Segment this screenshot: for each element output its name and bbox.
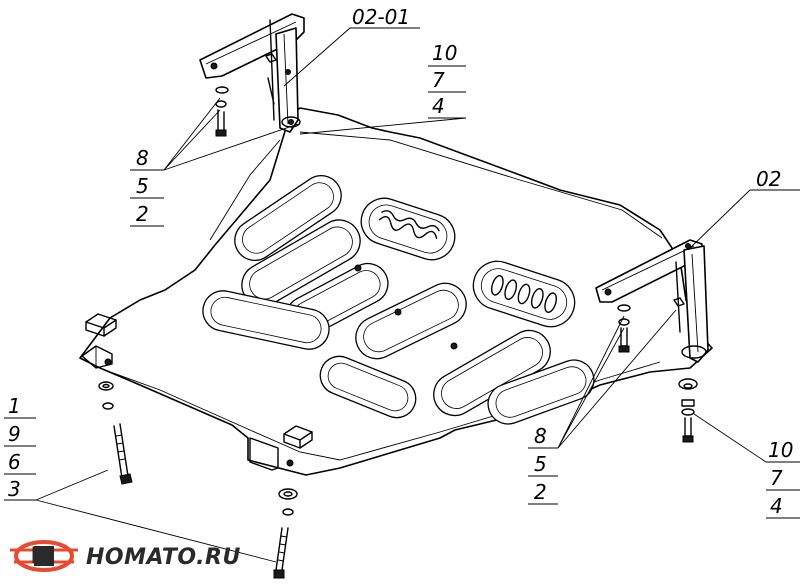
clip-nut-left (85, 313, 117, 337)
callout-2-top: 2 (136, 202, 149, 226)
callout-4-bottom: 4 (770, 494, 783, 518)
callout-stack-8-5-2-top: 8 5 2 (130, 146, 164, 227)
leader-lines (35, 27, 800, 563)
clip-nut-center (283, 425, 313, 449)
plate-holes (104, 264, 458, 467)
homato-logo: H HOMATO.RU (10, 540, 241, 572)
callout-7-bottom: 7 (770, 466, 783, 490)
front-tab-left (81, 345, 113, 369)
logo-emblem-icon (14, 540, 74, 572)
callout-9: 9 (8, 422, 21, 446)
callout-8-top: 8 (136, 146, 149, 170)
long-bolt-left (98, 381, 133, 485)
callout-stack-8-5-2-bottom: 8 5 2 (528, 424, 558, 505)
callout-1: 1 (8, 394, 21, 418)
washer-stack-top (215, 86, 229, 137)
logo-text: HOMATO.RU (86, 545, 241, 570)
callout-02-01: 02-01 (352, 5, 410, 29)
washer-stack-right-b (678, 378, 698, 443)
stamped-rib-1 (234, 174, 342, 262)
long-bolt-center (273, 488, 298, 579)
stamped-rib-6 (319, 355, 417, 419)
vent-window-right (472, 260, 576, 328)
callout-stack-10-7-4-bottom: 10 7 4 (766, 438, 800, 519)
callout-02: 02 (756, 167, 781, 191)
stamped-rib-8 (487, 359, 595, 425)
callout-8-bottom: 8 (534, 424, 547, 448)
callout-5-bottom: 5 (534, 452, 547, 476)
callout-2-bottom: 2 (534, 480, 547, 504)
bracket-02 (595, 239, 709, 363)
callout-5-top: 5 (136, 174, 149, 198)
svg-text:H: H (31, 544, 50, 569)
callout-7-top: 7 (432, 68, 445, 92)
callout-stack-10-7-4-top: 10 7 4 (428, 41, 466, 119)
callout-4-top: 4 (432, 94, 445, 118)
callout-6: 6 (8, 450, 21, 474)
bracket-02-01 (199, 13, 305, 133)
front-tab-right (249, 437, 279, 471)
vent-window-left (360, 197, 456, 261)
callout-3: 3 (8, 477, 21, 501)
callout-10-bottom: 10 (768, 438, 793, 462)
stamped-rib-4 (202, 290, 330, 350)
callout-stack-1-9-6-3: 1 9 6 3 (4, 394, 36, 501)
stamped-rib-5 (355, 282, 467, 360)
callout-10-top: 10 (432, 41, 457, 65)
washer-stack-right-a (617, 304, 631, 353)
